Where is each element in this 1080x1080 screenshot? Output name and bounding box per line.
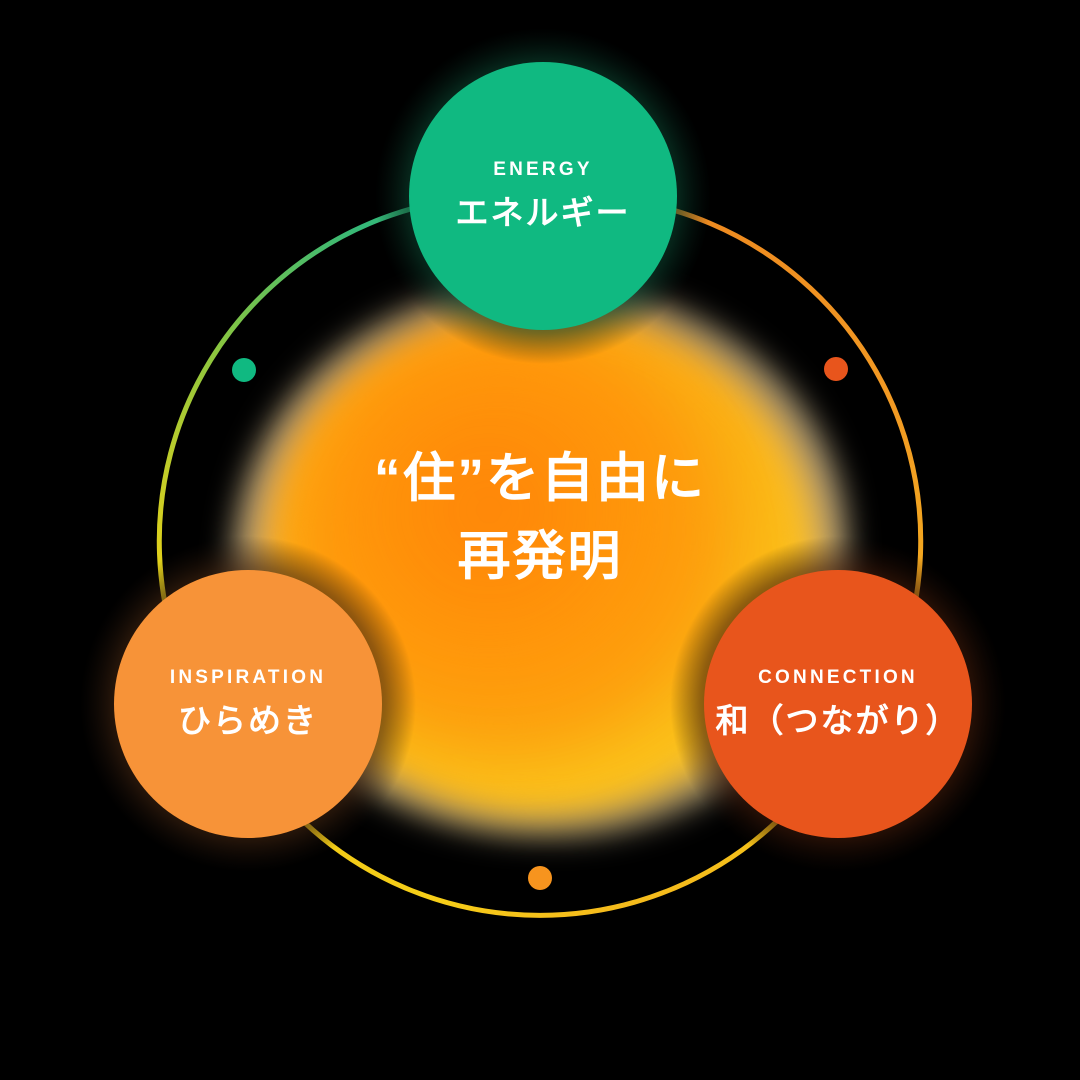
node-connection[interactable]: CONNECTION 和（つながり） [704,570,972,838]
node-connection-term: 和（つながり） [715,702,961,740]
center-headline: “住”を自由に 再発明 [290,440,790,597]
node-energy-eyebrow: ENERGY [493,159,593,181]
node-connection-eyebrow: CONNECTION [758,667,918,689]
ring-dot-left-icon [232,358,256,382]
node-inspiration[interactable]: INSPIRATION ひらめき [114,570,382,838]
node-energy-term: エネルギー [455,194,631,232]
node-inspiration-eyebrow: INSPIRATION [169,667,327,689]
center-headline-line-2: 再発明 [457,527,623,587]
center-headline-line-1: “住”を自由に [374,449,706,508]
ring-arc-bottom [301,819,779,918]
node-energy[interactable]: ENERGY エネルギー [409,62,677,330]
ring-dot-bottom-icon [528,866,552,890]
ring-dot-right-icon [824,357,848,381]
node-inspiration-term: ひらめき [178,702,318,740]
